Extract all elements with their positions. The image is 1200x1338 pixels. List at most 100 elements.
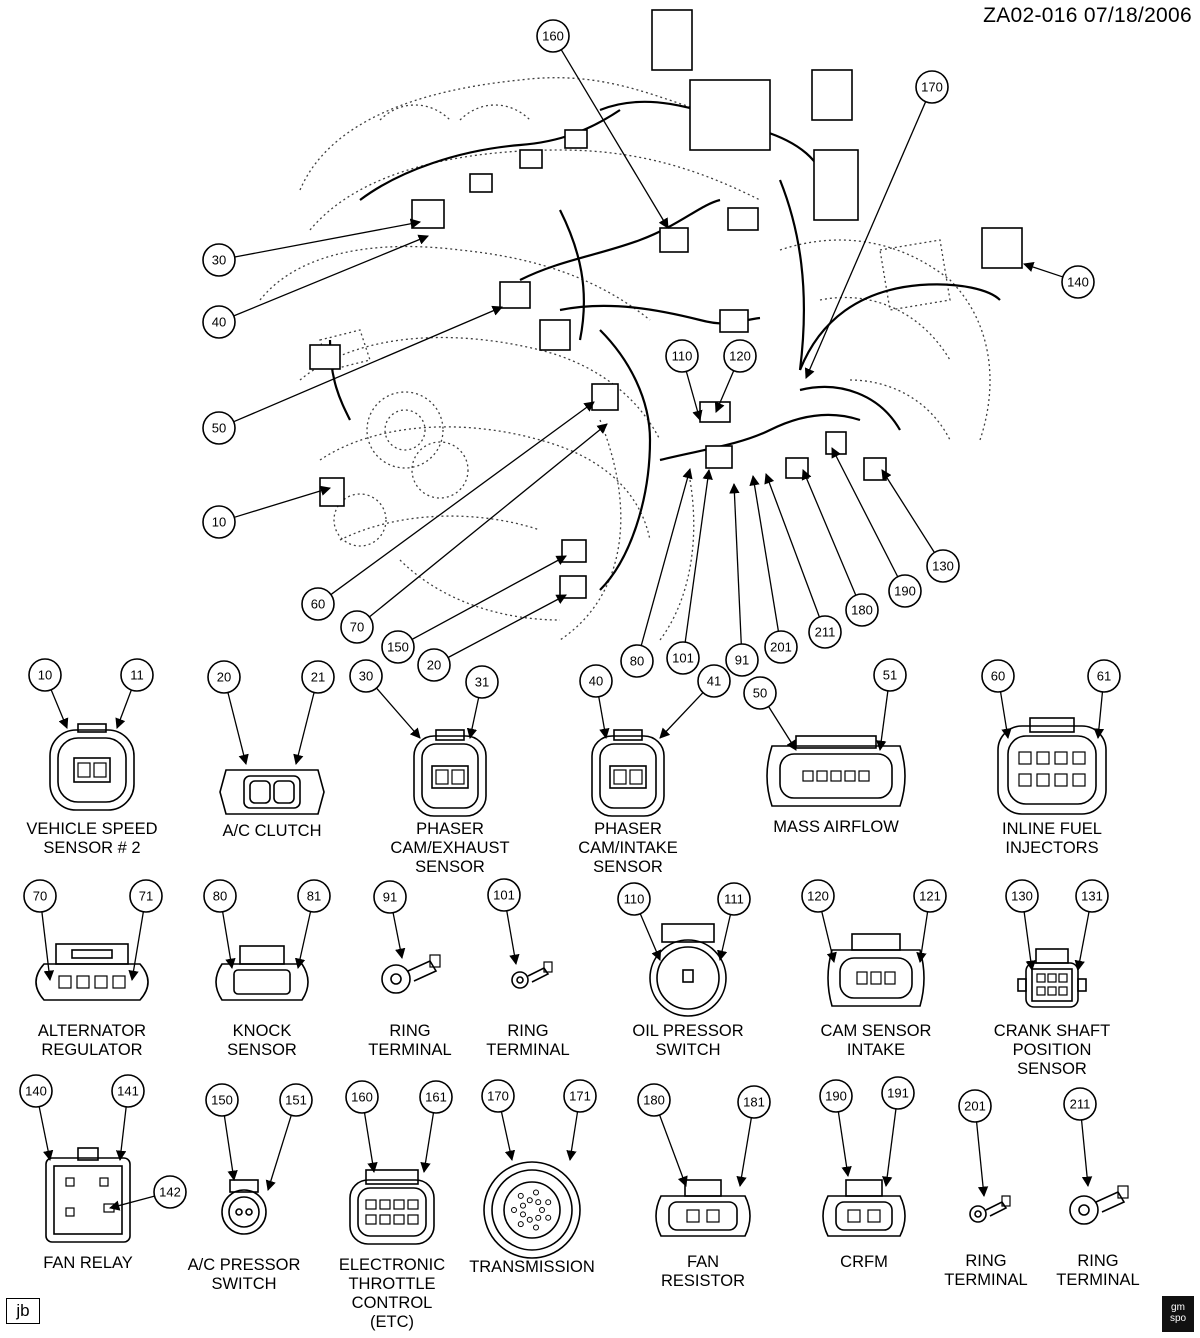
leader-arrow: [659, 692, 704, 739]
callout-circle: [743, 676, 777, 710]
callout-circle: [465, 665, 499, 699]
engine-callout-50: 50: [202, 305, 503, 445]
callout-circle: [301, 660, 335, 694]
leader-arrow: [881, 469, 935, 553]
callout-number: 191: [887, 1086, 909, 1101]
callout-number: 50: [212, 421, 226, 436]
callout-circle: [808, 615, 842, 649]
callout-circle: [1087, 659, 1121, 693]
callout-10: 10: [28, 658, 69, 729]
callout-151: 151: [265, 1083, 313, 1191]
callout-circle: [913, 879, 947, 913]
callout-50: 50: [743, 676, 797, 751]
leader-arrow: [108, 1195, 155, 1211]
callout-circle: [665, 339, 699, 373]
callout-circle: [697, 664, 731, 698]
callout-number: 190: [894, 584, 916, 599]
callout-circle: [958, 1089, 992, 1123]
engine-callout-10: 10: [202, 485, 331, 539]
leader-arrow: [234, 485, 331, 518]
leader-arrow: [717, 914, 732, 962]
document-id: ZA02-016 07/18/2006: [983, 4, 1192, 27]
engine-callout-60: 60: [301, 401, 595, 621]
leader-arrow: [560, 49, 669, 229]
callout-circle: [153, 1175, 187, 1209]
callout-number: 91: [383, 890, 397, 905]
callout-71: 71: [128, 879, 163, 982]
leader-arrow: [294, 911, 312, 970]
callout-150: 150: [205, 1083, 239, 1182]
leader-arrow: [233, 234, 429, 317]
callout-142: 142: [108, 1175, 187, 1211]
connector-caption: CRANK SHAFT POSITION SENSOR: [993, 1022, 1111, 1078]
callout-180: 180: [637, 1083, 688, 1187]
leader-arrow: [500, 1111, 516, 1162]
leader-arrow: [640, 467, 693, 646]
callout-number: 201: [964, 1099, 986, 1114]
connector-caption: CAM SENSOR INTAKE: [820, 1022, 932, 1059]
callout-number: 110: [624, 892, 645, 907]
leader-arrow: [801, 469, 857, 596]
callout-number: 140: [1067, 275, 1089, 290]
connector-caption: VEHICLE SPEED SENSOR # 2: [26, 820, 158, 857]
callout-181: 181: [736, 1085, 771, 1188]
leader-arrow: [749, 474, 780, 632]
callout-number: 150: [387, 640, 409, 655]
callout-number: 10: [212, 515, 226, 530]
callout-number: 160: [542, 29, 564, 44]
engine-callout-190: 190: [831, 447, 922, 608]
connector-caption: TRANSMISSION: [469, 1258, 595, 1276]
leader-arrow: [223, 1115, 238, 1182]
engine-callout-170: 170: [804, 70, 949, 379]
callout-circle: [481, 1079, 515, 1113]
callout-171: 171: [563, 1079, 597, 1162]
connector-150: 150 151: [205, 1083, 313, 1235]
callout-190: 190: [819, 1079, 853, 1178]
connector-caption: OIL PRESSOR SWITCH: [632, 1022, 744, 1059]
leader-arrow: [736, 1117, 753, 1188]
leader-arrow: [128, 911, 145, 982]
leader-arrow: [684, 468, 713, 643]
callout-circle: [1061, 265, 1095, 299]
leader-arrow: [1023, 911, 1036, 972]
leader-arrow: [975, 1121, 989, 1198]
callout-number: 80: [630, 654, 644, 669]
callout-circle: [725, 643, 759, 677]
callout-circle: [801, 879, 835, 913]
callout-number: 30: [359, 669, 373, 684]
callout-circle: [202, 243, 236, 277]
callout-circle: [926, 549, 960, 583]
leader-arrow: [639, 913, 662, 961]
callout-61: 61: [1087, 659, 1121, 740]
engine-callout-201: 201: [749, 474, 798, 664]
callout-circle: [873, 658, 907, 692]
callout-number: 101: [672, 651, 694, 666]
gm-spo-logo: gm spo: [1162, 1296, 1194, 1332]
callout-number: 180: [643, 1093, 665, 1108]
callout-191: 191: [881, 1076, 915, 1188]
callout-number: 142: [159, 1185, 181, 1200]
callout-circle: [888, 574, 922, 608]
callout-number: 81: [307, 889, 321, 904]
callout-110: 110: [617, 882, 662, 961]
leader-arrow: [466, 697, 480, 740]
leader-arrow: [221, 911, 236, 970]
callout-number: 130: [1011, 889, 1033, 904]
callout-circle: [129, 879, 163, 913]
leader-arrow: [566, 1111, 579, 1162]
callout-number: 170: [921, 80, 943, 95]
leader-arrow: [916, 911, 929, 964]
leader-arrow: [50, 689, 69, 729]
callout-number: 171: [569, 1089, 591, 1104]
callout-circle: [373, 880, 407, 914]
connector-201: 201: [958, 1089, 1011, 1223]
engine-callout-101: 101: [666, 468, 713, 675]
leader-arrow: [447, 594, 567, 659]
